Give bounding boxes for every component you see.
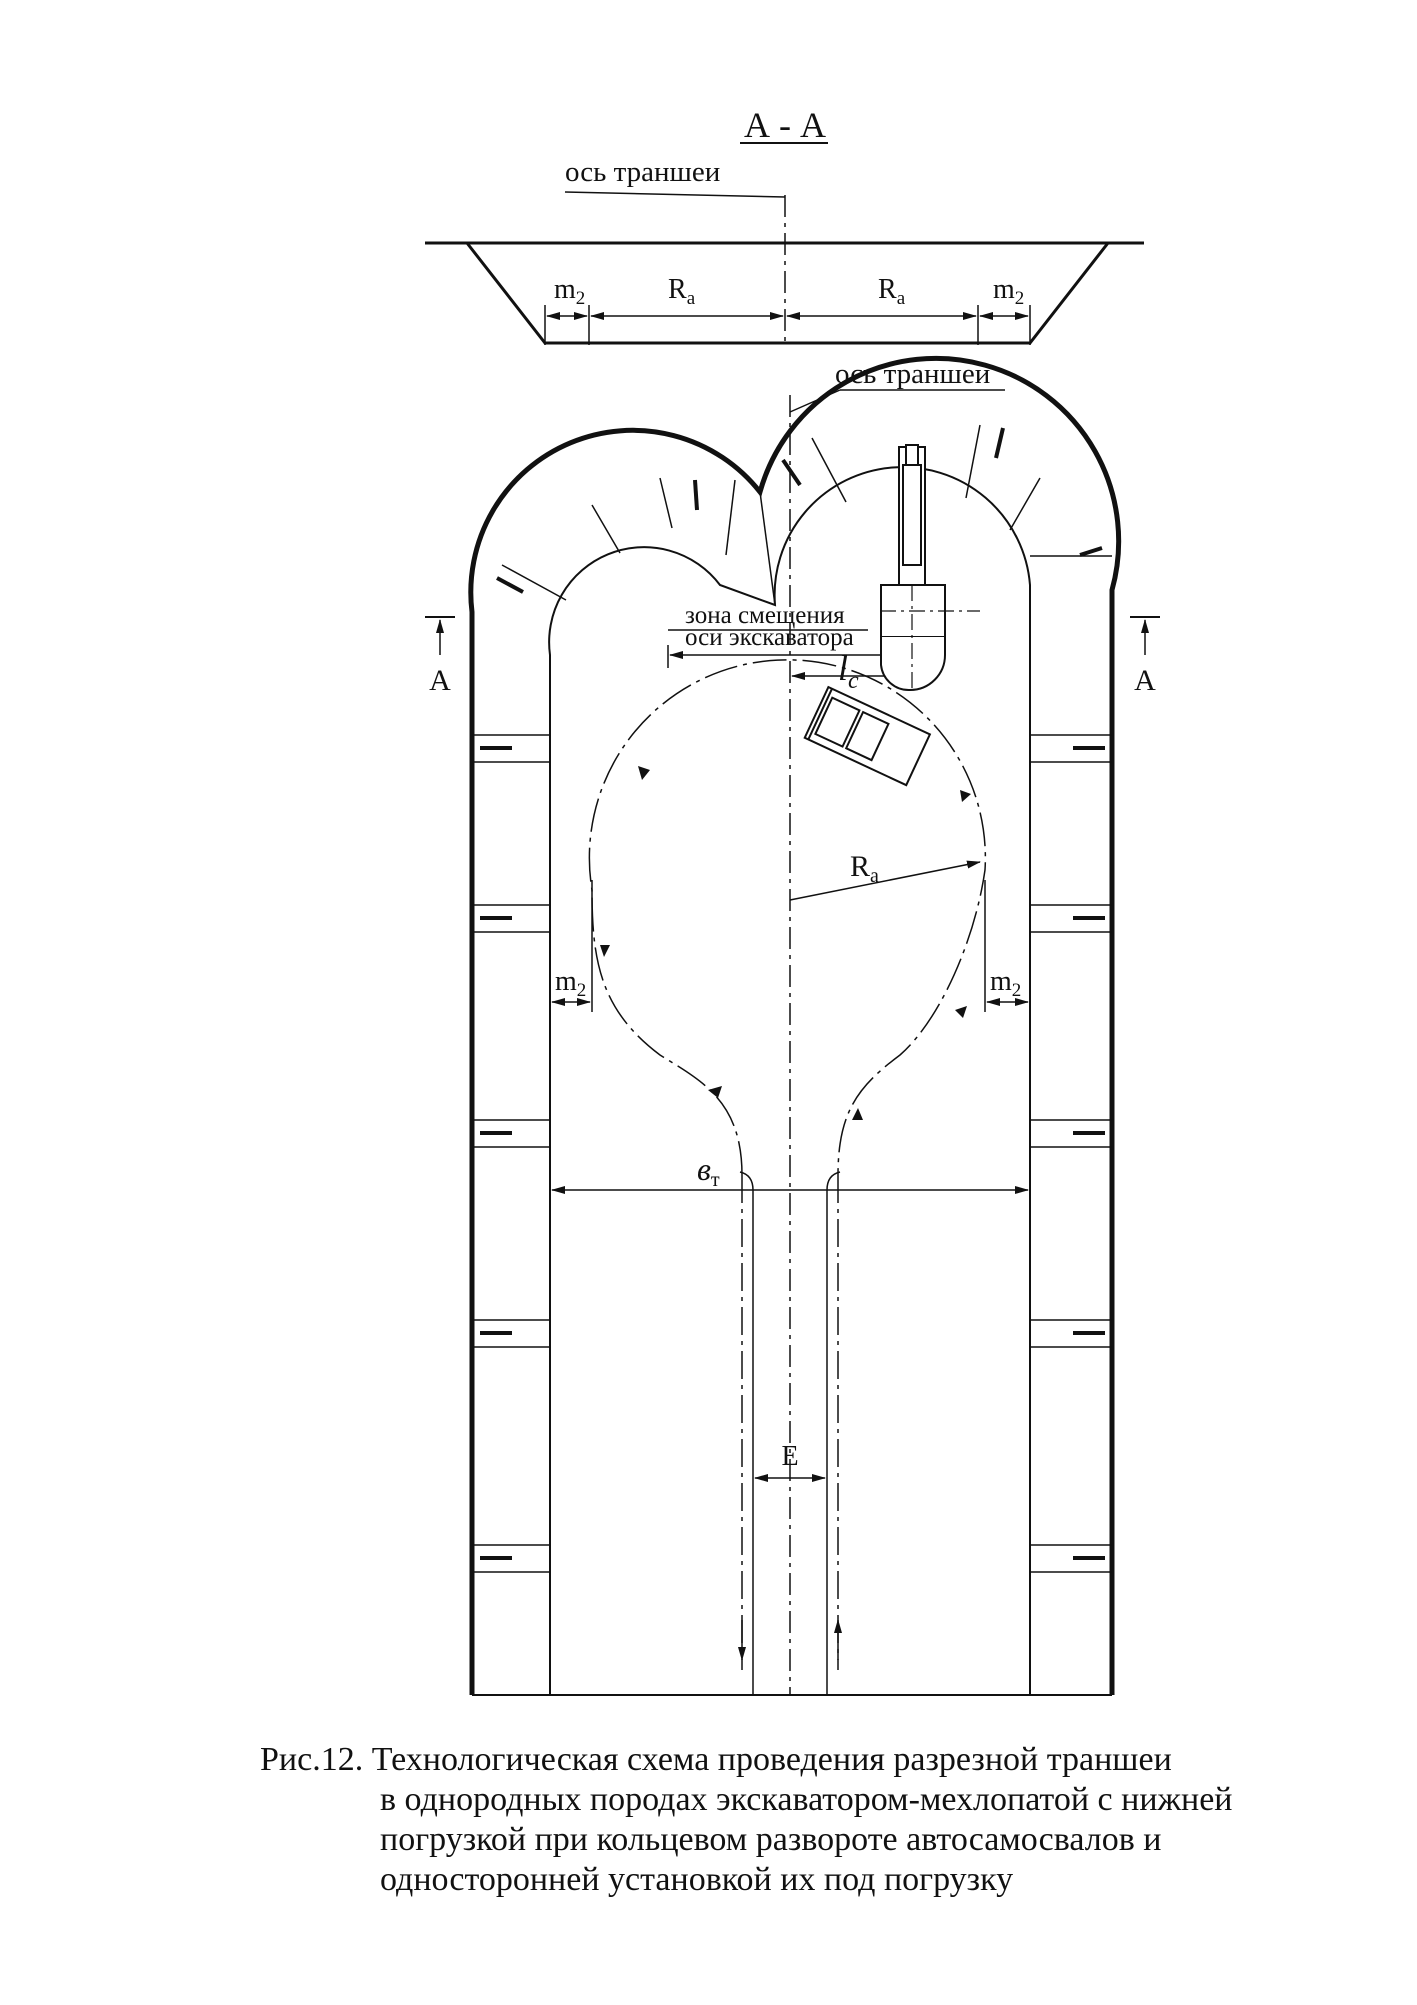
- radius-label: Ra: [850, 850, 879, 887]
- svg-text:m2: m2: [555, 966, 586, 1001]
- figure-caption: Рис.12. Технологическая схема проведения…: [260, 1740, 1360, 1900]
- caption-line-2: в однородных породах экскаватором-мехлоп…: [380, 1781, 1233, 1818]
- svg-text:А: А: [1134, 664, 1156, 697]
- caption-line-1: Рис.12. Технологическая схема проведения…: [260, 1741, 1172, 1778]
- section-title: А - А: [744, 105, 826, 145]
- trench-bottom-edge: [548, 466, 1031, 1695]
- section-axis-label: ось траншеи: [565, 156, 720, 188]
- turning-loop: [588, 659, 987, 1176]
- excavator: [880, 444, 980, 692]
- section-dim-m2-left: m2: [554, 274, 585, 309]
- section-view: А - А ось траншеи m2 Ra Ra m2: [425, 105, 1144, 345]
- zone-label-line2: оси экскаватора: [685, 624, 854, 651]
- section-dim-ra-left: Ra: [668, 274, 696, 309]
- dim-m2-left: m2: [551, 880, 593, 1012]
- dim-m2-right: m2: [984, 880, 1029, 1012]
- dump-truck: [803, 685, 932, 787]
- trench-outer-edge: [468, 355, 1122, 1695]
- caption-line-3: погрузкой при кольцевом развороте автоса…: [380, 1821, 1162, 1858]
- cut-marker-right: А: [1130, 616, 1160, 697]
- spacing-label: E: [781, 1441, 798, 1472]
- slope-hatching: [501, 424, 1112, 606]
- section-dim-m2-right: m2: [993, 274, 1024, 309]
- lc-label: lc: [838, 648, 859, 694]
- section-dim-ra-right: Ra: [878, 274, 906, 309]
- svg-text:m2: m2: [990, 966, 1021, 1001]
- side-slope-marks: [472, 734, 1112, 1573]
- plan-view: ось траншеи: [425, 355, 1160, 1696]
- caption-line-4: односторонней установкой их под погрузку: [380, 1861, 1014, 1898]
- trench-profile: [465, 242, 1110, 345]
- arch-ticks: [496, 427, 1103, 594]
- cut-marker-left: А: [425, 616, 455, 697]
- width-label: вт: [697, 1151, 720, 1191]
- zone-label-line1: зона смещения: [685, 602, 845, 629]
- svg-text:А: А: [429, 664, 451, 697]
